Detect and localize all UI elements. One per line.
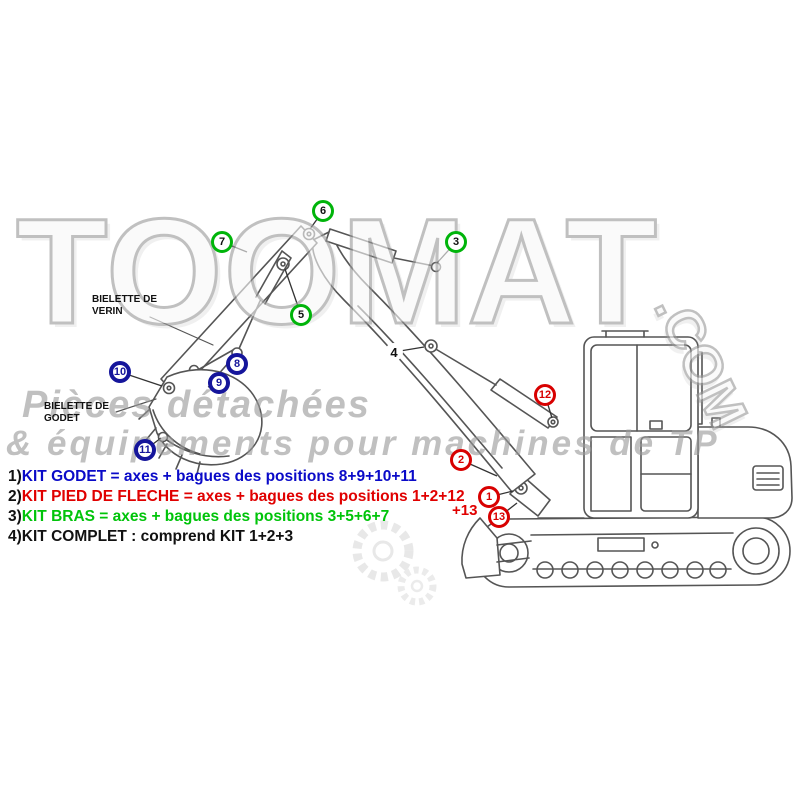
legend-line-1: 1)KIT GODET = axes + bagues des position… [8,467,465,487]
godet-label-leader [115,398,157,413]
label-verin-line2: VERIN [92,306,123,317]
label-bielette-de-godet: BIELETTE DE GODET [44,401,109,425]
legend-line-2: 2)KIT PIED DE FLECHE = axes + bagues des… [8,487,465,507]
legend-line-3: 3)KIT BRAS = axes + bagues des positions… [8,507,465,527]
legend-line-2-text: KIT PIED DE FLECHE = axes + bagues des p… [21,488,465,505]
bucket [138,368,263,475]
gear-watermark [352,520,437,606]
kit-legend: 1)KIT GODET = axes + bagues des position… [8,467,465,547]
engine-body [537,351,793,519]
legend-annotation-plus13: +13 [452,502,478,519]
legend-line-1-text: KIT GODET = axes + bagues des positions … [21,468,417,485]
legend-line-1-prefix: 1) [8,468,22,485]
label-godet-line1: BIELETTE DE [44,401,110,412]
label-godet-line2: GODET [44,413,80,424]
legend-line-3-text: KIT BRAS = axes + bagues des positions 3… [21,508,390,525]
label-verin-line1: BIELETTE DE [92,294,158,305]
boom [311,230,536,493]
label-bielette-de-verin: BIELETTE DE VERIN [92,294,157,318]
dozer-blade [461,517,532,579]
legend-line-4-text: KIT COMPLET : comprend KIT 1+2+3 [21,528,294,545]
legend-line-3-prefix: 3) [8,508,22,525]
legend-line-4-prefix: 4) [8,528,22,545]
legend-line-4: 4)KIT COMPLET : comprend KIT 1+2+3 [8,527,465,547]
undercarriage-tracks [474,516,791,588]
boom-cylinder [424,339,559,429]
cab [583,330,699,519]
legend-line-2-prefix: 2) [8,488,22,505]
arm-cylinder [325,228,442,273]
verin-label-leader [149,316,214,346]
